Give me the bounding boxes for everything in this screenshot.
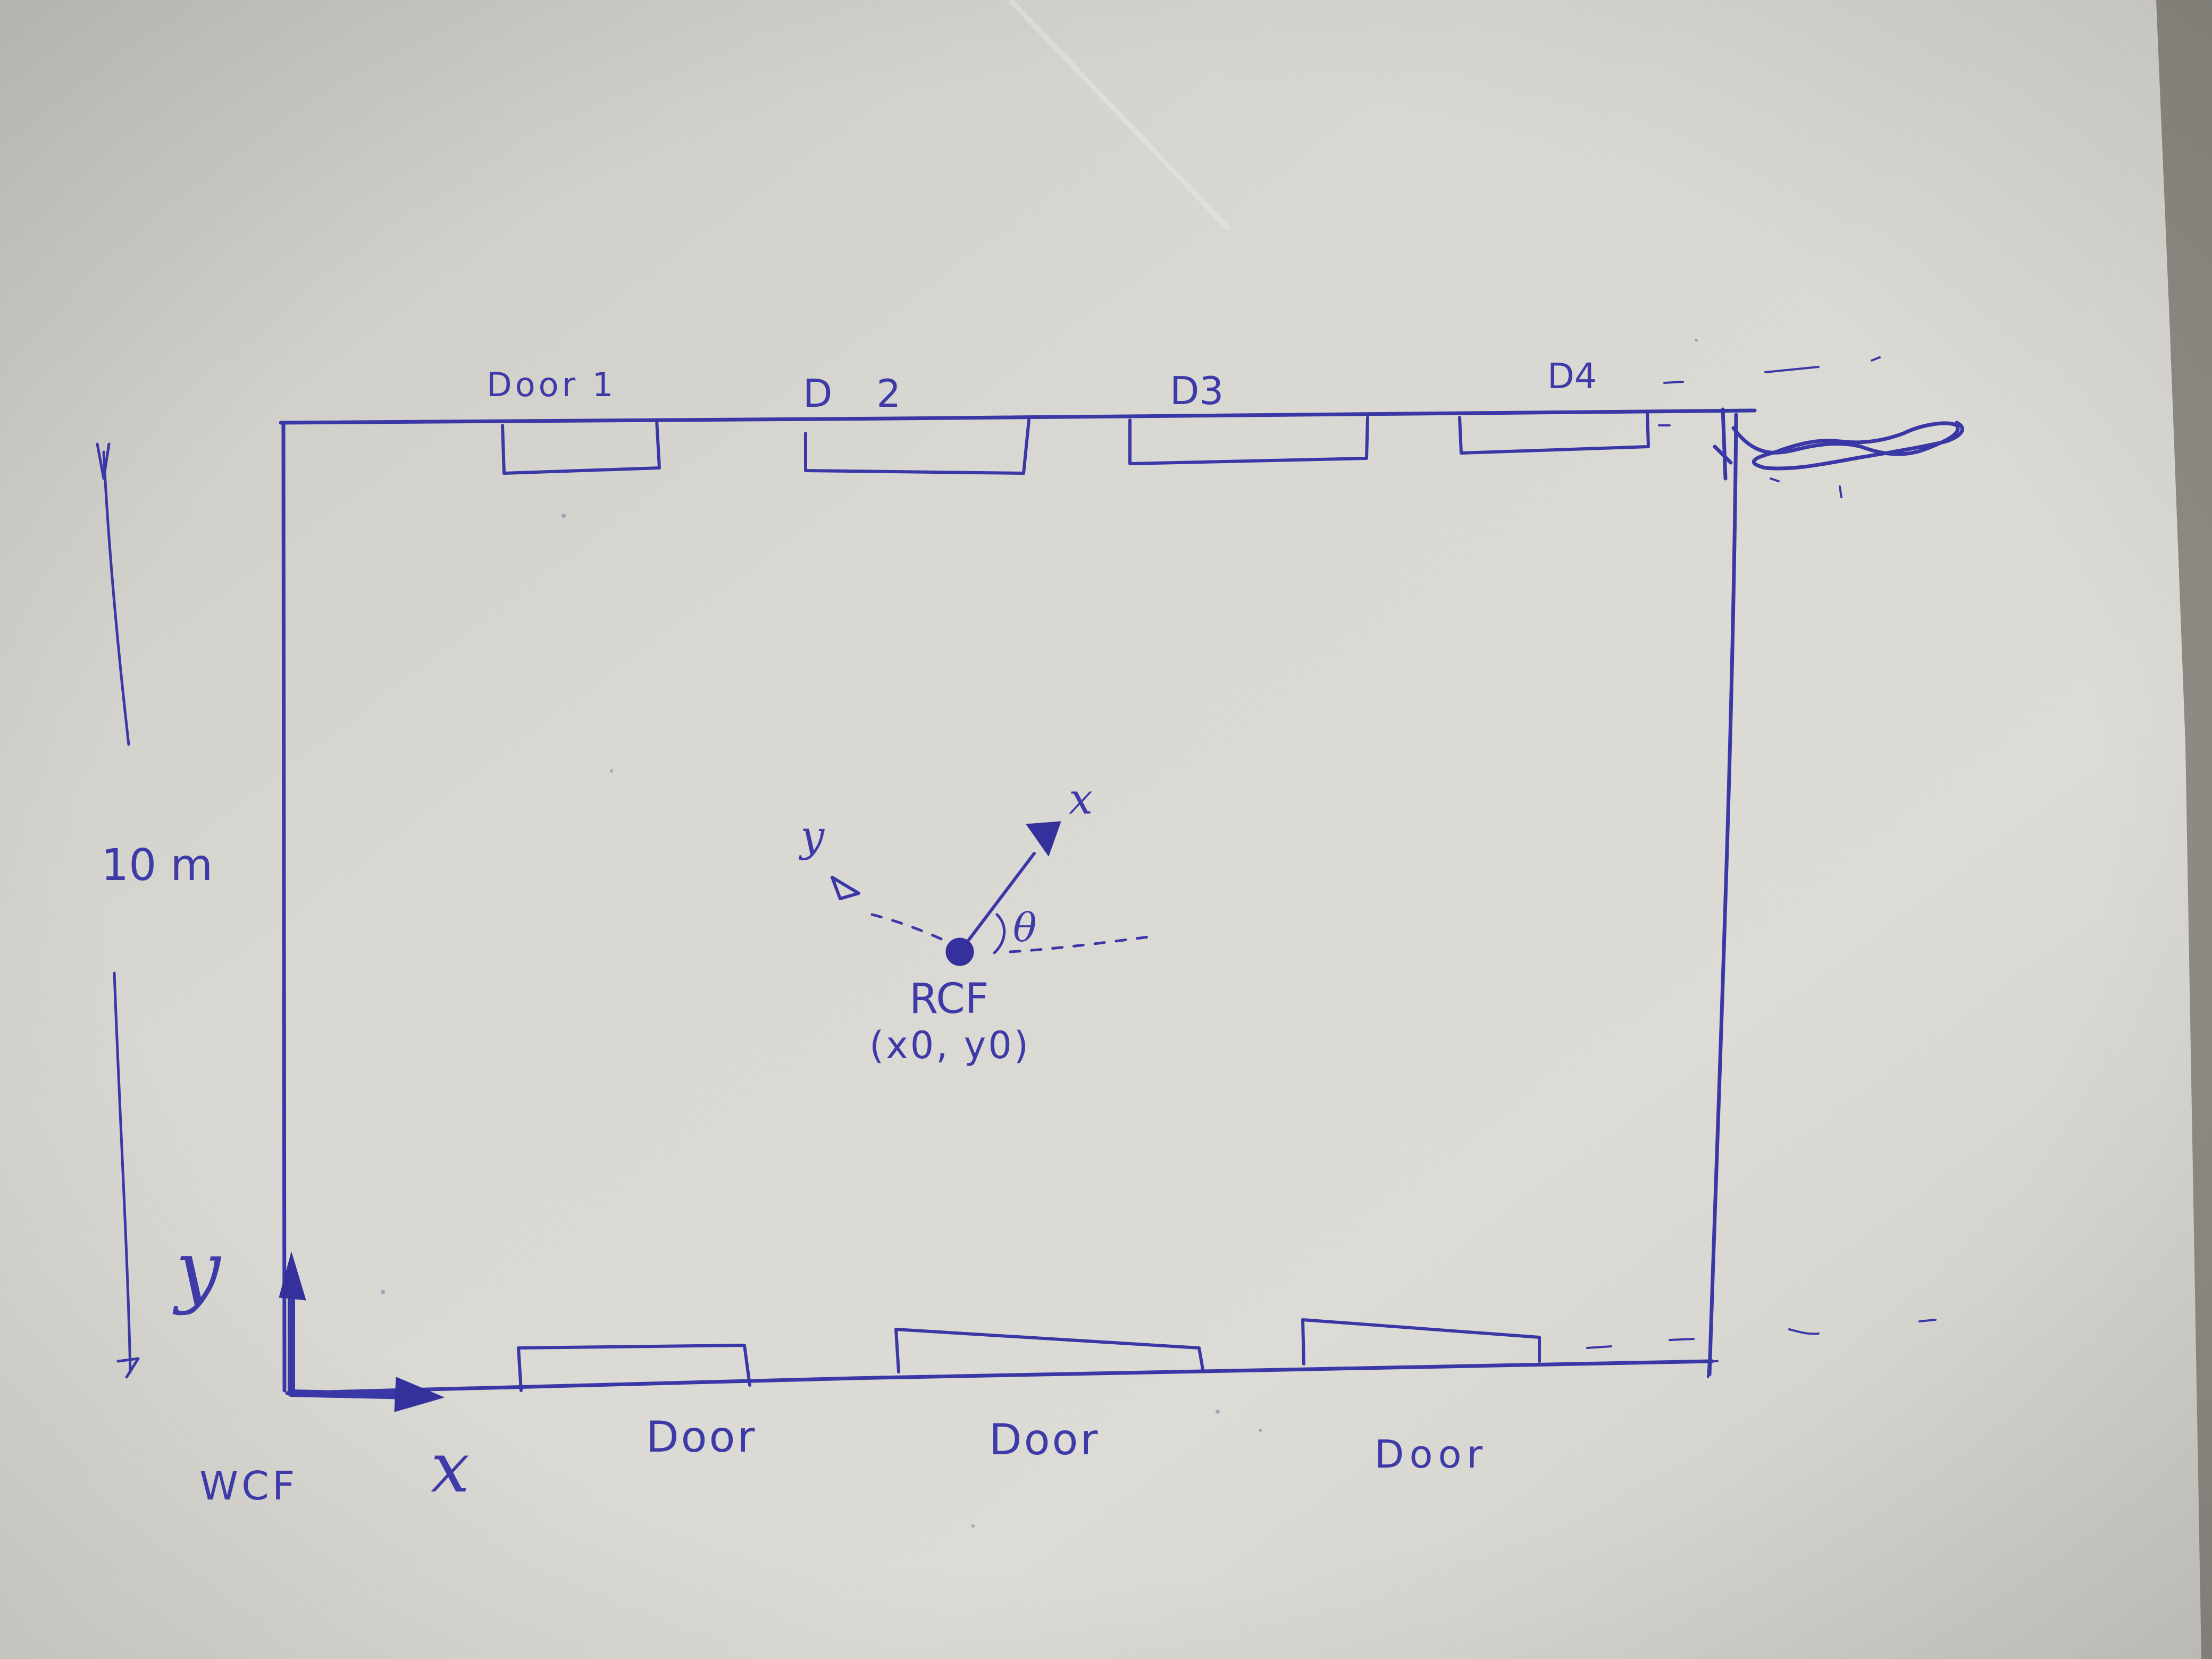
dimension-arrowhead-bottom xyxy=(116,1357,140,1379)
left-wall xyxy=(281,421,287,1393)
robot-origin-dot xyxy=(945,937,974,966)
label-robot-x: x xyxy=(1069,774,1093,824)
right-wall xyxy=(1707,413,1738,1377)
robot-frame xyxy=(831,821,1150,966)
robot-reference-dashed xyxy=(1009,935,1150,953)
robot-y-axis-dashed xyxy=(870,913,959,948)
robot-y-arrowhead xyxy=(831,876,860,900)
top-door-4 xyxy=(1458,410,1650,455)
room-outline xyxy=(279,408,1757,1395)
world-x-axis xyxy=(288,1389,416,1400)
label-theta: θ xyxy=(1013,905,1037,951)
top-door-3 xyxy=(1128,416,1369,465)
label-top-door-3: D3 xyxy=(1170,368,1224,413)
height-dimension xyxy=(96,442,140,1379)
dimension-line-lower xyxy=(113,971,132,1373)
stray-dashes-top xyxy=(1658,356,1881,426)
robot-x-axis xyxy=(958,852,1036,953)
dimension-arrowhead-top xyxy=(96,442,111,480)
bottom-door-2 xyxy=(894,1328,1204,1373)
bottom-stub-marks xyxy=(1586,1338,1695,1349)
label-dimension: 10 m xyxy=(101,840,213,891)
stray-dashes-bottom xyxy=(1788,1319,1937,1335)
label-top-door-2: D 2 xyxy=(803,371,917,416)
top-wall xyxy=(279,408,1757,425)
label-top-door-4: D4 xyxy=(1547,356,1597,397)
label-rcf: RCF xyxy=(909,975,989,1023)
robot-x-arrowhead xyxy=(1026,821,1061,857)
scribble-mark xyxy=(1713,407,1964,498)
paper-specks xyxy=(381,339,1698,1528)
theta-arc xyxy=(993,913,1006,954)
dimension-line-upper xyxy=(102,450,130,746)
bottom-door-1 xyxy=(517,1344,751,1392)
label-bottom-door-1: Door xyxy=(646,1412,757,1462)
bottom-doors xyxy=(517,1318,1695,1392)
top-doors xyxy=(501,410,1650,475)
label-world-y: y xyxy=(172,1224,222,1317)
label-bottom-door-3: Door xyxy=(1375,1432,1488,1477)
label-wcf: WCF xyxy=(199,1463,298,1509)
label-robot-y: y xyxy=(799,811,825,861)
label-world-x: x xyxy=(431,1427,470,1508)
top-door-1 xyxy=(501,418,661,475)
bottom-wall xyxy=(285,1359,1714,1395)
label-robot-position: (x0, y0) xyxy=(869,1024,1030,1067)
world-x-arrowhead xyxy=(394,1377,445,1412)
label-bottom-door-2: Door xyxy=(989,1415,1100,1464)
bottom-door-3 xyxy=(1301,1318,1541,1365)
label-top-door-1: Door 1 xyxy=(487,365,616,404)
world-y-arrowhead xyxy=(279,1252,306,1301)
labels: Door 1 D 2 D3 D4 Door Door Door 10 m y x… xyxy=(101,356,1597,1509)
corner-tick xyxy=(1690,1352,1719,1378)
world-frame xyxy=(279,1252,445,1412)
top-door-2 xyxy=(804,418,1030,475)
